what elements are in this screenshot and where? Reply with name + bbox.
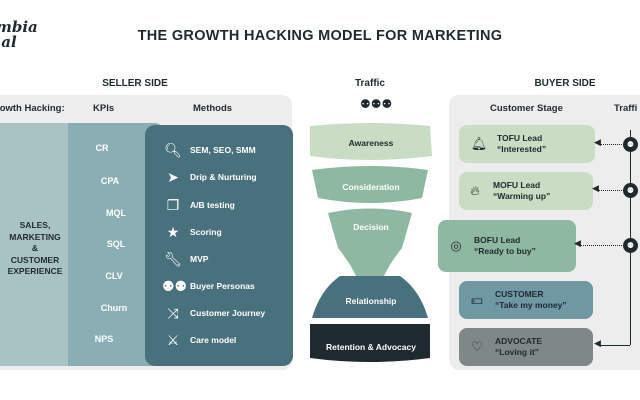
kpi-item: Churn [100,303,128,313]
stage-title: BOFU Lead [474,235,521,245]
traffic-label: Traffic [354,78,385,89]
stage-quote: “Take my money” [495,300,567,310]
copy-icon: ❐ [166,196,180,213]
method-row: ❐ A/B testing [162,194,292,216]
users-icon: ⚉ [623,137,638,152]
stage-quote: “Interested” [497,144,547,154]
customer-stage-header: Customer Stage [490,103,563,114]
methods-column [145,125,293,366]
method-label: Customer Journey [190,308,266,318]
kpi-item: NPS [94,334,114,344]
money-icon: 💵︎ [471,292,483,307]
kpis-header: KPIs [93,103,115,114]
bell-icon: 🔔︎ [470,136,488,151]
growth-hacking-header: rowth Hacking: [0,103,65,114]
arrow-head-icon: ◀ [574,238,581,248]
star-icon: ★ [166,223,180,240]
method-label: Care model [190,335,237,345]
method-row: ➤ Drip & Nurturing [162,166,292,188]
seller-side-label: SELLER SIDE [102,78,168,89]
marketing-funnel [310,123,432,362]
paper-plane-icon: ➤ [167,168,179,185]
stage-mofu: 🔥︎ MOFU Lead “Warming up” [459,172,593,210]
funnel-consideration [312,166,428,203]
heart-icon: ♡ [471,339,483,354]
traffic-arrow [600,144,622,145]
kpi-item: CPA [100,176,120,186]
users-icon: ⚉ [623,238,638,253]
method-row: ⚔ Care model [162,329,292,351]
method-label: Drip & Nurturing [190,172,257,182]
users-icon: ⚉ [623,183,638,198]
stage-quote: “Warming up” [493,191,551,201]
buyer-side-label: BUYER SIDE [534,78,596,89]
stage-advocate: ♡ ADVOCATE “Loving it” [459,328,593,366]
advocate-connector [600,345,630,346]
method-row: 🔍︎ SEM, SEO, SMM [162,139,292,161]
stage-decision-label: Decision [353,222,389,232]
fire-icon: 🔥︎ [470,183,480,198]
users-icon: ⚉⚉ [162,277,188,294]
target-icon: ◎ [450,238,462,253]
method-row: 🔧︎ MVP [162,248,292,270]
stage-title: ADVOCATE [495,336,543,346]
funnel-awareness [310,123,432,160]
stage-customer: 💵︎ CUSTOMER “Take my money” [459,281,593,319]
stage-consideration-label: Consideration [342,182,400,192]
method-label: SEM, SEO, SMM [190,145,256,155]
shuffle-icon: ⤨ [167,304,179,321]
traffic-arrow [580,245,622,246]
stage-relationship-label: Relationship [345,296,397,306]
methods-header: Methods [193,103,233,114]
traffic-header: Traffi [614,103,638,114]
funnel-decision [328,208,412,276]
arrow-head-icon: ◀ [594,137,601,147]
growth-hacking-focus: SALES, MARKETING & CUSTOMER EXPERIENCE [7,220,63,276]
kpi-item: SQL [106,239,126,249]
stage-awareness-label: Awareness [348,138,394,148]
traffic-arrow [598,190,622,191]
method-row: ⚉⚉ Buyer Personas [162,275,292,297]
method-label: A/B testing [190,200,235,210]
stage-title: TOFU Lead [497,133,543,143]
stage-title: CUSTOMER [495,289,544,299]
stage-tofu: 🔔︎ TOFU Lead “Interested” [459,125,595,163]
users-icon: ⚉⚉⚉ [360,97,393,111]
wrench-icon: 🔧︎ [164,250,182,267]
stage-quote: “Loving it” [495,347,539,357]
handshake-icon: ⚔ [166,331,180,348]
search-icon: 🔍︎ [164,141,182,158]
kpi-item: MQL [106,208,126,218]
stage-title: MOFU Lead [493,180,541,190]
arrow-head-icon: ◀ [594,338,601,348]
growth-hacking-column [0,123,78,366]
kpi-item: CLV [105,271,123,281]
company-logo: mbia al [0,18,38,51]
method-row: ★ Scoring [162,221,292,243]
arrow-head-icon: ◀ [592,183,599,193]
kpi-item: CR [95,143,109,153]
stage-bofu: ◎ BOFU Lead “Ready to buy” [438,220,576,272]
stage-quote: “Ready to buy” [474,246,536,256]
stage-retention-label: Retention & Advocacy [326,342,416,352]
funnel-relationship [312,276,428,318]
method-label: Scoring [190,227,222,237]
traffic-line [630,130,631,345]
method-label: Buyer Personas [190,281,255,291]
method-row: ⤨ Customer Journey [162,302,292,324]
page-title: THE GROWTH HACKING MODEL FOR MARKETING [137,28,503,44]
funnel-retention [310,324,430,362]
method-label: MVP [190,254,209,264]
